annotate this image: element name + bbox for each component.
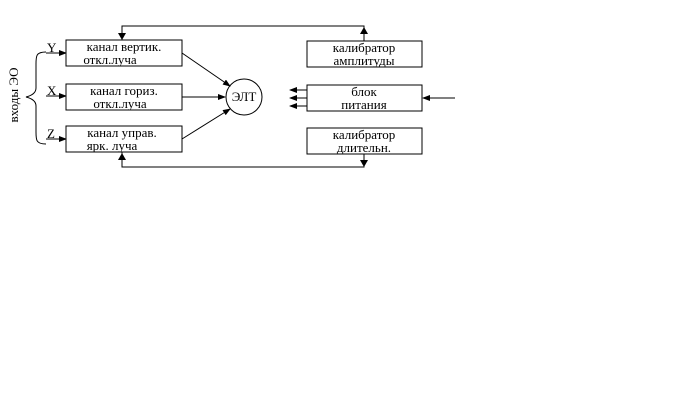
arrowhead-up-amp [360,27,368,34]
arrowhead-to-vert [118,33,126,40]
block-control-line1: канал управ. [87,125,157,140]
block-power-supply: блок питания [306,84,423,112]
block-horizontal-line1: канал гориз. [90,83,158,98]
block-duration-calibrator: калибратор длительн. [306,127,423,155]
block-horizontal-channel: канал гориз. откл.луча [65,83,183,111]
crt-label: ЭЛТ [232,89,257,104]
block-amplitude-calibrator: калибратор амплитуды [306,40,423,68]
arrow-ctrl-to-crt [181,108,231,140]
inputs-label: входы ЭО [6,68,21,123]
inputs-brace [25,51,47,145]
input-y-label: Y [47,40,57,55]
block-power-line2: питания [341,97,386,112]
block-horizontal-line2: откл.луча [93,96,147,111]
arrow-vert-to-crt [181,52,231,87]
block-amplitude-line2: амплитуды [334,53,395,68]
crt-circle: ЭЛТ [225,78,263,116]
block-vertical-line2: откл.луча [83,52,137,67]
input-x-label: X [47,83,57,98]
block-control-line2: ярк. луча [87,138,138,153]
block-duration-line2: длительн. [337,140,391,155]
block-control-channel: канал управ. ярк. луча [65,125,183,153]
block-duration-line1: калибратор [333,127,396,142]
block-vertical-line1: канал вертик. [87,39,162,54]
block-amplitude-line1: калибратор [333,40,396,55]
block-vertical-channel: канал вертик. откл.луча [65,39,183,67]
arrowhead-down-dur [360,160,368,167]
arrowhead-to-ctrl [118,153,126,160]
input-z-label: Z [47,126,55,141]
block-power-line1: блок [351,84,377,99]
